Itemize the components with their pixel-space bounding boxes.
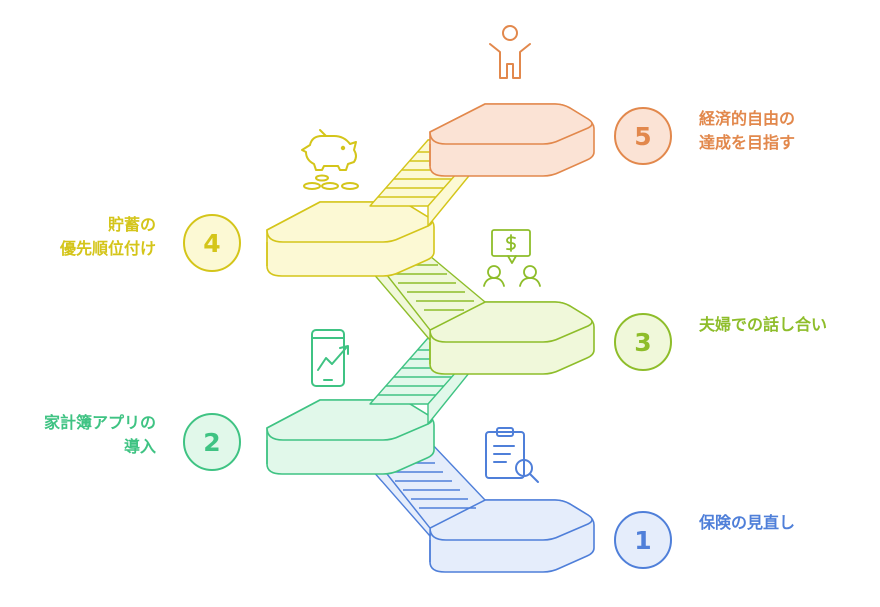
platform-4 [266,201,435,277]
person-celebrating-icon [489,25,531,79]
step-4-label-line-1: 貯蓄の [107,215,156,234]
couple-money-chat-icon [483,229,541,287]
step-5-label-line-1: 経済的自由の [699,109,796,128]
phone-chart-icon [311,329,349,387]
step-2-number-badge: 2 [183,413,241,471]
step-4-number-badge: 4 [183,214,241,272]
step-2-label-line-1: 家計簿アプリの [43,413,156,432]
step-3-label-line-1: 夫婦での話し合い [699,315,828,334]
step-5-label: 経済的自由の 達成を目指す [699,107,795,155]
step-4-label-line-2: 優先順位付け [59,239,156,258]
step-4-label: 貯蓄の 優先順位付け [60,213,156,261]
step-1-label-line-1: 保険の見直し [699,513,796,532]
clipboard-search-icon [485,427,539,483]
step-3-number-badge: 3 [614,313,672,371]
step-1-number-badge: 1 [614,511,672,569]
step-2-label: 家計簿アプリの 導入 [44,411,156,459]
step-2-label-line-2: 導入 [123,437,156,456]
platform-5 [429,103,595,177]
step-5-label-line-2: 達成を目指す [699,133,796,152]
platform-3 [429,301,595,375]
step-1-label: 保険の見直し [699,511,795,535]
step-5-number-badge: 5 [614,107,672,165]
step-3-label: 夫婦での話し合い [699,313,827,337]
platform-2 [266,399,435,475]
platform-1 [429,499,595,573]
piggy-bank-icon [301,129,359,190]
